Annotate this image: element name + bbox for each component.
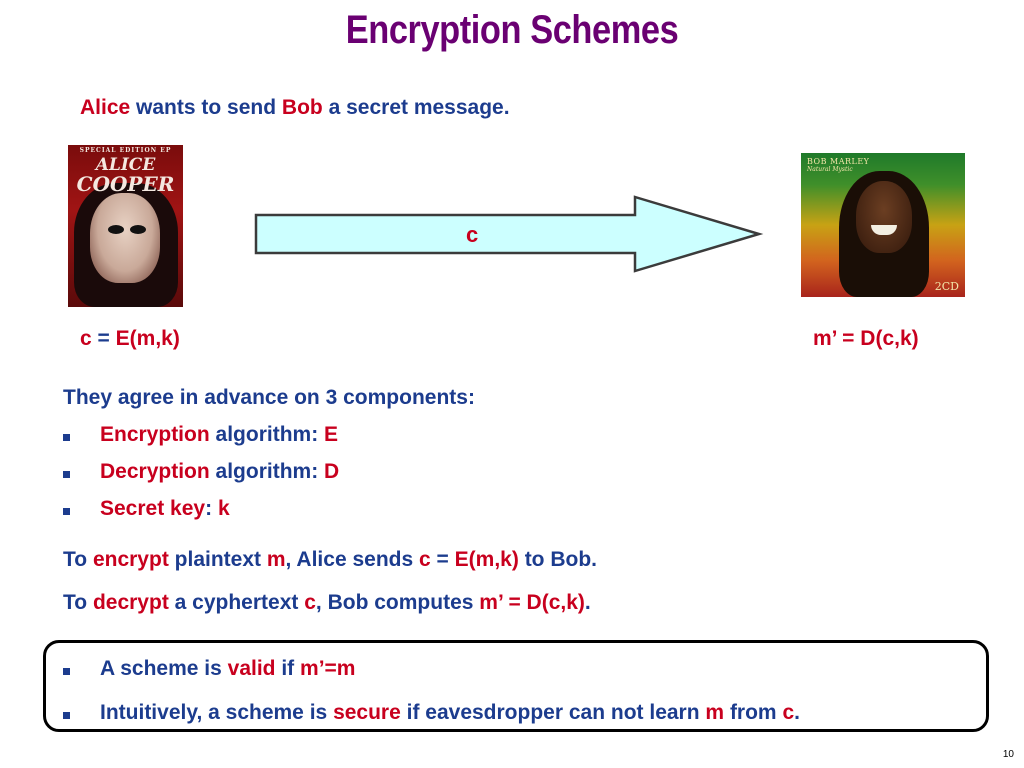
- formula-left-expr: E(m,k): [115, 327, 180, 350]
- intro-line: Alice wants to send Bob a secret message…: [80, 96, 510, 120]
- component-desc: algorithm:: [215, 460, 319, 483]
- decrypt-sentence: To decrypt a cyphertext c, Bob computes …: [63, 591, 591, 615]
- definitions-box: [43, 640, 989, 732]
- formula-left-eq: =: [97, 327, 110, 350]
- intro-alice: Alice: [80, 96, 131, 119]
- bob-face-shape: [856, 181, 912, 253]
- component-value: D: [324, 460, 340, 483]
- bob-cover-line1: BOB MARLEY: [807, 157, 870, 166]
- text-fragment: if eavesdropper can not learn: [406, 701, 700, 724]
- text-fragment: a cyphertext: [174, 591, 299, 614]
- secure-definition: Intuitively, a scheme is secure if eaves…: [100, 701, 800, 725]
- bullet-square-icon: [63, 668, 70, 675]
- bullet-square-icon: [63, 471, 70, 478]
- alice-cover-top-text: SPECIAL EDITION EP: [79, 147, 172, 154]
- text-fragment: E(m,k): [454, 548, 519, 571]
- text-fragment: =: [436, 548, 449, 571]
- text-fragment: m: [705, 701, 725, 724]
- decrypt-formula: m’ = D(c,k): [813, 327, 919, 350]
- text-fragment: plaintext: [174, 548, 262, 571]
- valid-definition: A scheme is valid if m’=m: [100, 657, 355, 681]
- text-fragment: Intuitively, a scheme is: [100, 701, 328, 724]
- text-fragment: if: [281, 657, 295, 680]
- alice-cover-line1: ALICE: [95, 155, 156, 175]
- bob-cover-badge: 2CD: [934, 280, 959, 293]
- alice-right-eye: [130, 225, 146, 234]
- component-value: E: [324, 423, 339, 446]
- text-fragment: c: [304, 591, 316, 614]
- text-fragment: to Bob.: [524, 548, 597, 571]
- component-item-encryption: Encryption algorithm: E: [100, 423, 338, 447]
- text-fragment: , Bob computes: [315, 591, 474, 614]
- text-fragment: m’=m: [300, 657, 356, 680]
- bob-smile-shape: [871, 225, 897, 235]
- component-term: Decryption: [100, 460, 210, 483]
- bob-cover-line2: Natural Mystic: [807, 166, 853, 173]
- text-fragment: , Alice sends: [285, 548, 414, 571]
- page-number: 10: [1002, 749, 1014, 760]
- text-fragment: .: [794, 701, 800, 724]
- encrypt-formula: c = E(m,k): [80, 327, 180, 351]
- encrypt-sentence: To encrypt plaintext m, Alice sends c = …: [63, 548, 597, 572]
- component-item-decryption: Decryption algorithm: D: [100, 460, 339, 484]
- text-fragment: c: [419, 548, 431, 571]
- text-fragment: m: [266, 548, 286, 571]
- alice-left-eye: [108, 225, 124, 234]
- alice-face-shape: [90, 193, 160, 283]
- arrow-label: c: [466, 222, 479, 247]
- component-value: k: [217, 497, 230, 520]
- text-fragment: encrypt: [92, 548, 169, 571]
- text-fragment: valid: [227, 657, 276, 680]
- bullet-square-icon: [63, 712, 70, 719]
- text-fragment: c: [782, 701, 795, 724]
- text-fragment: secure: [333, 701, 401, 724]
- text-fragment: m’ = D(c,k): [479, 591, 585, 614]
- components-heading: They agree in advance on 3 components:: [63, 386, 475, 409]
- component-item-secret-key: Secret key: k: [100, 497, 230, 521]
- alice-cover-line2: COOPER: [76, 172, 175, 196]
- component-term: Encryption: [100, 423, 210, 446]
- component-term: Secret key: [100, 497, 206, 520]
- alice-cover-image: SPECIAL EDITION EP ALICE COOPER: [68, 145, 183, 307]
- bob-cover-image: BOB MARLEY Natural Mystic 2CD: [801, 153, 965, 297]
- text-fragment: from: [729, 701, 777, 724]
- component-desc: :: [205, 497, 213, 520]
- text-fragment: .: [584, 591, 591, 614]
- text-fragment: A scheme is: [100, 657, 222, 680]
- component-desc: algorithm:: [215, 423, 319, 446]
- bullet-square-icon: [63, 508, 70, 515]
- text-fragment: To: [63, 548, 88, 571]
- text-fragment: To: [63, 591, 88, 614]
- formula-left-c: c: [80, 327, 92, 350]
- ciphertext-arrow-icon: [254, 195, 764, 273]
- intro-wants: wants to send: [136, 96, 277, 119]
- intro-rest: a secret message.: [328, 96, 510, 119]
- text-fragment: decrypt: [92, 591, 169, 614]
- intro-bob: Bob: [281, 96, 323, 119]
- slide-title: Encryption Schemes: [345, 8, 679, 52]
- bullet-square-icon: [63, 434, 70, 441]
